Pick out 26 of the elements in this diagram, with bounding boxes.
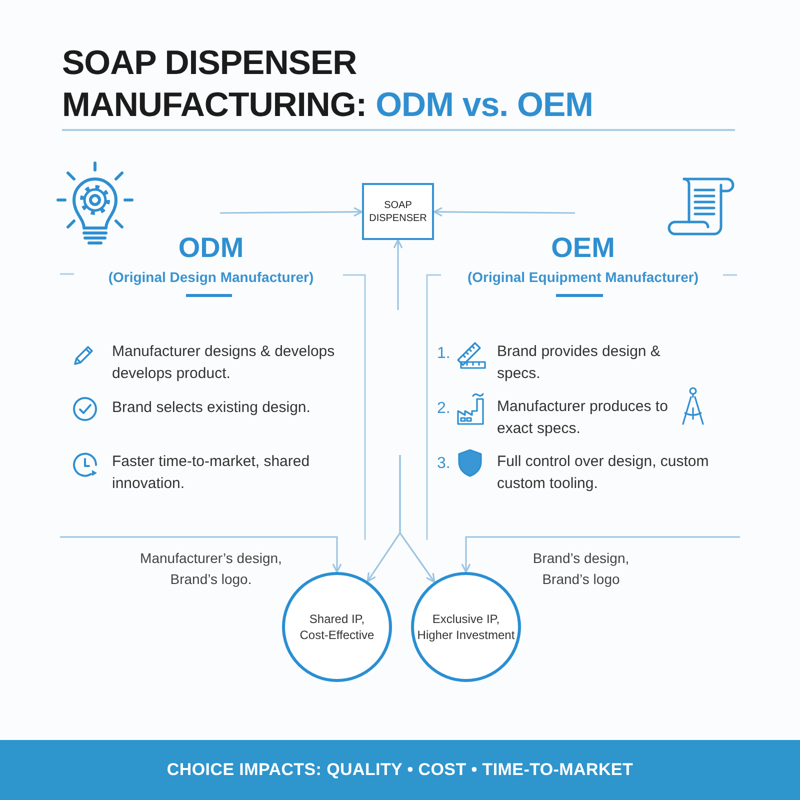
edge-label: Manufacturer’s design, Brand’s logo. <box>139 549 283 589</box>
section-subtitle: (Original Design Manufacturer) <box>108 268 314 287</box>
list-item-text: Full control over design, custom custom tooling. <box>497 452 710 494</box>
title: SOAP DISPENSER MANUFACTURING: ODM vs. OEM <box>62 43 594 126</box>
outcome-circle: Exclusive IP, Higher Investment <box>411 572 521 682</box>
list-item-text: Manufacturer produces to exact specs. <box>497 397 669 439</box>
arrow <box>60 536 342 573</box>
list-item-text: Manufacturer designs & develops develops product. <box>112 342 336 384</box>
list-number: 3. <box>437 454 450 474</box>
list-item-text: Faster time-to-market, shared innovation. <box>112 452 311 494</box>
section-heading: OEM <box>551 232 615 264</box>
list-item-text: Brand provides design & specs. <box>497 342 662 384</box>
section-heading: ODM <box>178 232 244 264</box>
outcome-circle: Shared IP, Cost-Effective <box>282 572 392 682</box>
arrow <box>433 207 575 217</box>
list-item-text: Brand selects existing design. <box>112 398 312 418</box>
product-box: SOAP DISPENSER <box>362 183 434 240</box>
arrow <box>399 455 436 583</box>
arrow <box>220 207 363 217</box>
list-number: 1. <box>437 344 450 364</box>
section-subtitle: (Original Equipment Manufacturer) <box>467 268 698 287</box>
footer-banner: CHOICE IMPACTS: QUALITY • COST • TIME-TO-MARKET <box>0 740 800 800</box>
arrow <box>461 536 740 573</box>
list-number: 2. <box>437 399 450 419</box>
edge-label: Brand’s design, Brand’s logo <box>532 549 630 589</box>
arrow <box>393 239 403 310</box>
